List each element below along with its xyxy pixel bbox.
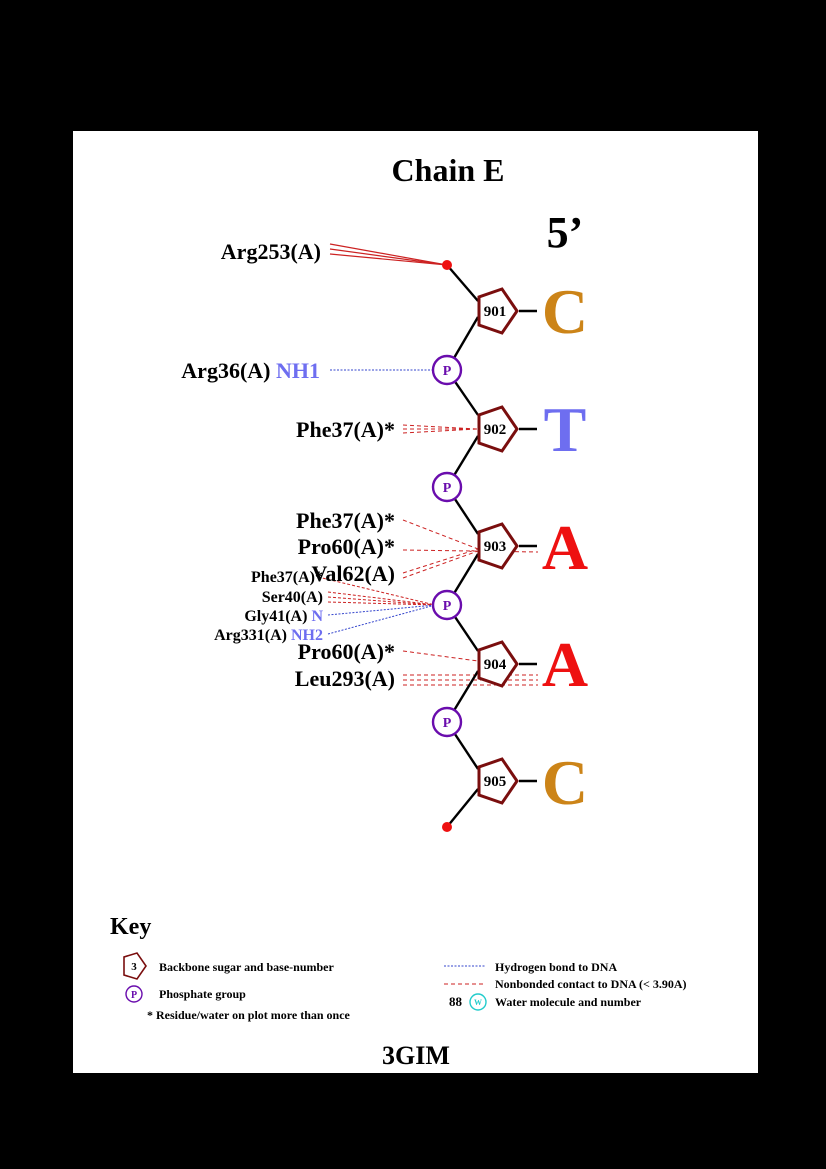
legend-water-text: Water molecule and number — [495, 995, 642, 1009]
atom-label: NH1 — [276, 358, 320, 383]
nonbonded-contact — [329, 243, 448, 266]
phosphate-label: P — [443, 599, 452, 614]
residue-label: Pro60(A)* — [298, 639, 395, 664]
strand-terminus-3 — [442, 822, 452, 832]
sugar-903: 903 — [477, 522, 519, 570]
base-letter: C — [542, 276, 588, 347]
residue-label: Gly41(A) N — [244, 608, 323, 625]
residue-label: Val62(A) — [311, 561, 395, 586]
base-number: 905 — [484, 774, 507, 790]
legend-phosphate-icon: P — [125, 985, 143, 1003]
phosphate-label: P — [443, 364, 452, 379]
residue-label: Leu293(A) — [295, 666, 395, 691]
phosphate-group: P P P P — [431, 354, 463, 738]
legend-water-number: 88 — [449, 994, 463, 1009]
strand-terminus-5 — [442, 260, 452, 270]
residue-label: Phe37(A)* — [251, 569, 323, 586]
nonbonded-contact — [402, 519, 539, 579]
residue-label: Phe37(A)* — [296, 417, 395, 442]
nonbonded-contact — [317, 576, 436, 606]
legend-repeat-text: * Residue/water on plot more than once — [147, 1008, 351, 1022]
legend-water-icon: W — [469, 993, 487, 1011]
svg-text:P: P — [131, 990, 137, 1001]
pdb-code: 3GIM — [382, 1041, 450, 1070]
svg-text:3: 3 — [131, 961, 137, 973]
base-letter: A — [542, 512, 588, 583]
dna-contact-diagram: Chain E 5’ — [110, 152, 687, 1070]
residue-label: Ser40(A) — [262, 589, 323, 606]
base-number: 902 — [484, 422, 507, 438]
base-letter: A — [542, 629, 588, 700]
hydrogen-bond — [327, 604, 436, 635]
phosphate-label: P — [443, 481, 452, 496]
legend-sugar-icon: 3 — [123, 952, 147, 980]
phosphate-4: P — [431, 706, 463, 738]
residue-label: Arg253(A) — [221, 239, 321, 264]
legend-sugar-text: Backbone sugar and base-number — [159, 960, 334, 974]
legend-hbond-text: Hydrogen bond to DNA — [495, 960, 617, 974]
legend-nonbonded-text: Nonbonded contact to DNA (< 3.90A) — [495, 977, 687, 991]
chain-title: Chain E — [392, 152, 505, 188]
sugar-905: 905 — [477, 757, 519, 805]
residue-labels: Arg253(A) Arg36(A) NH1 Phe37(A)* Phe37(A… — [181, 239, 395, 691]
residue-label: Pro60(A)* — [298, 534, 395, 559]
base-number: 903 — [484, 539, 507, 555]
phosphate-label: P — [443, 716, 452, 731]
svg-text:W: W — [474, 998, 482, 1007]
legend-phosphate-text: Phosphate group — [159, 987, 246, 1001]
phosphate-2: P — [431, 471, 463, 503]
base-number: 904 — [484, 657, 507, 673]
sugar-902: 902 — [477, 405, 519, 453]
nonbonded-contact — [402, 424, 479, 434]
legend: Key 3 Backbone sugar and base-number P P… — [110, 914, 687, 1022]
residue-label: Arg331(A) NH2 — [214, 627, 323, 644]
base-letter: C — [542, 747, 588, 818]
residue-label: Arg36(A) NH1 — [181, 358, 320, 383]
phosphate-3: P — [431, 589, 463, 621]
sugar-904: 904 — [477, 640, 519, 688]
legend-title: Key — [110, 914, 151, 940]
phosphate-1: P — [431, 354, 463, 386]
sugar-901: 901 — [477, 287, 519, 335]
plot-sheet: Chain E 5’ — [73, 131, 758, 1073]
base-number: 901 — [484, 304, 507, 320]
sugar-group: 901 902 903 904 905 — [477, 287, 519, 805]
contact-lines — [317, 243, 539, 686]
strand-end-label: 5’ — [547, 208, 584, 257]
residue-label: Phe37(A)* — [296, 508, 395, 533]
base-letter: T — [544, 394, 587, 465]
atom-label: N — [311, 608, 323, 625]
nonbonded-contact — [402, 650, 538, 686]
atom-label: NH2 — [291, 627, 323, 644]
